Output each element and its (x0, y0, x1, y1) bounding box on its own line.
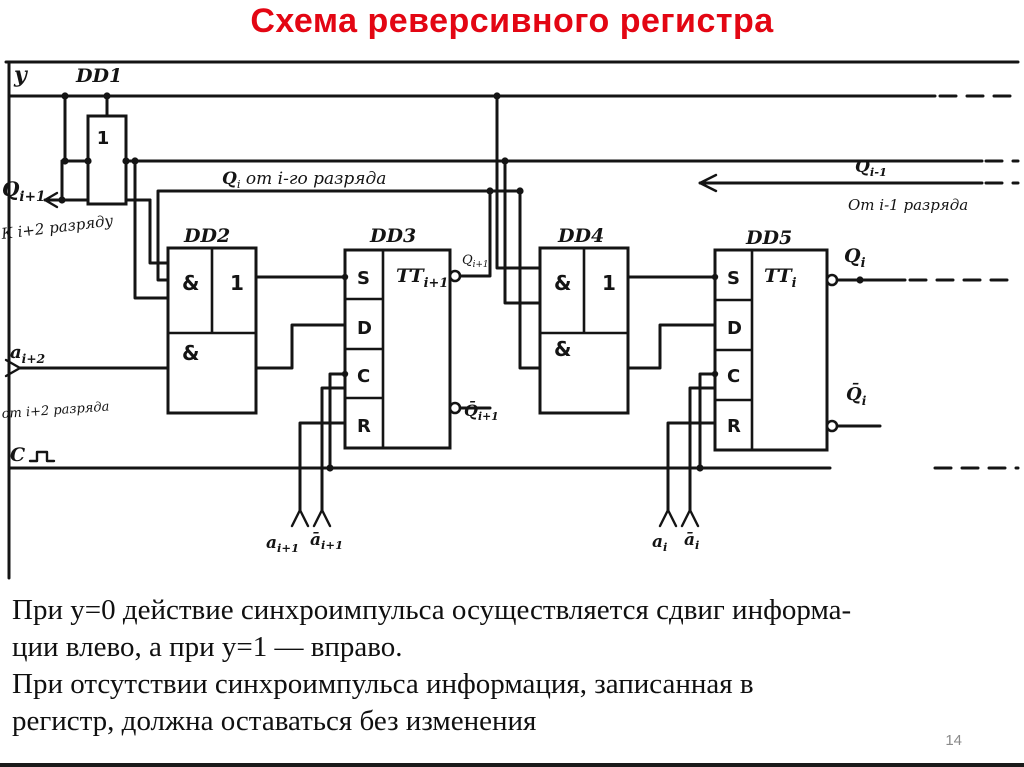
label-na-i-plus-1: āi+1 (310, 530, 343, 552)
label-qi-from-i: Qi от i-го разряда (222, 169, 386, 191)
scan-frame (4, 60, 1020, 580)
dd2-and-bottom: & (182, 341, 199, 365)
dd2-and-top: & (182, 271, 199, 295)
label-dd3: DD3 (369, 225, 416, 247)
label-q-i-minus-1: Qi-1 (855, 157, 887, 179)
label-from-i-plus-2: от i+2 разряда (1, 400, 110, 422)
circuit-diagram: у DD1 1 Qi+1 К i+2 разряду ai+2 от i+2 р… (0, 58, 1024, 583)
label-y: у (13, 62, 29, 88)
label-dd2: DD2 (183, 225, 230, 247)
fork-na-i (680, 508, 700, 528)
body-line: При отсутствии синхроимпульса информация… (12, 668, 754, 700)
dd2-or: 1 (230, 271, 244, 295)
label-dd3-q-out: Qi+1 (462, 253, 489, 270)
dd3-chip (343, 248, 452, 450)
label-q-i-plus-1: Qi+1 (2, 177, 45, 205)
dd5-pin-s: S (727, 268, 740, 289)
label-a-i-plus-1: ai+1 (266, 533, 299, 555)
clock-pulse-icon (28, 450, 56, 463)
dd4-chip (538, 246, 630, 415)
left-arrowhead (698, 173, 718, 193)
dd4-and-top: & (554, 271, 571, 295)
left-arrowhead (43, 191, 59, 209)
label-clock: C (10, 444, 25, 466)
label-from-i-minus-1: От i-1 разряда (848, 196, 968, 214)
dd3-pin-c: C (357, 366, 370, 387)
label-na-i: āi (684, 530, 699, 552)
junction-dots (58, 92, 864, 472)
dd5-tt-label: TTi (764, 265, 797, 291)
dd3-pin-r: R (357, 416, 371, 437)
label-dd5: DD5 (745, 227, 792, 249)
label-to-i-plus-2: К i+2 разряду (0, 211, 114, 243)
dd5-pin-c: C (727, 366, 740, 387)
dd4-or: 1 (602, 271, 616, 295)
label-a-i-plus-2: ai+2 (10, 342, 45, 366)
label-a-i: ai (652, 532, 667, 554)
fork-a-i1 (290, 508, 310, 528)
label-dd4: DD4 (557, 225, 604, 247)
label-nq-i-plus-1: Q̄i+1 (464, 400, 499, 423)
schematic-svg: у DD1 1 Qi+1 К i+2 разряду ai+2 от i+2 р… (0, 60, 1020, 580)
fork-a-i (658, 508, 678, 528)
dd2-chip (166, 246, 258, 415)
output-terminals (448, 269, 839, 433)
dd3-tt-label: TTi+1 (396, 265, 448, 291)
body-line: регистр, должна оставаться без изменения (12, 705, 537, 737)
dd5-pin-r: R (727, 416, 741, 437)
body-line: ции влево, а при у=1 — вправо. (12, 631, 403, 663)
dd5-pin-d: D (727, 318, 742, 339)
label-dd1: DD1 (75, 65, 122, 87)
body-text: При у=0 действие синхроимпульса осуществ… (12, 592, 1012, 740)
input-arrowhead (4, 358, 22, 378)
label-nq-i-out: Q̄i (846, 383, 867, 408)
fork-na-i1 (312, 508, 332, 528)
dd5-chip (713, 248, 829, 452)
page-number: 14 (945, 732, 962, 749)
slide-title: Схема реверсивного регистра (250, 2, 774, 40)
dd1-gate-label: 1 (97, 128, 110, 149)
label-q-i-out: Qi (844, 245, 866, 271)
body-line: При у=0 действие синхроимпульса осуществ… (12, 594, 852, 626)
dd3-pin-d: D (357, 318, 372, 339)
dd3-pin-s: S (357, 268, 370, 289)
wires (4, 94, 1020, 528)
dd4-and-bottom: & (554, 337, 571, 361)
